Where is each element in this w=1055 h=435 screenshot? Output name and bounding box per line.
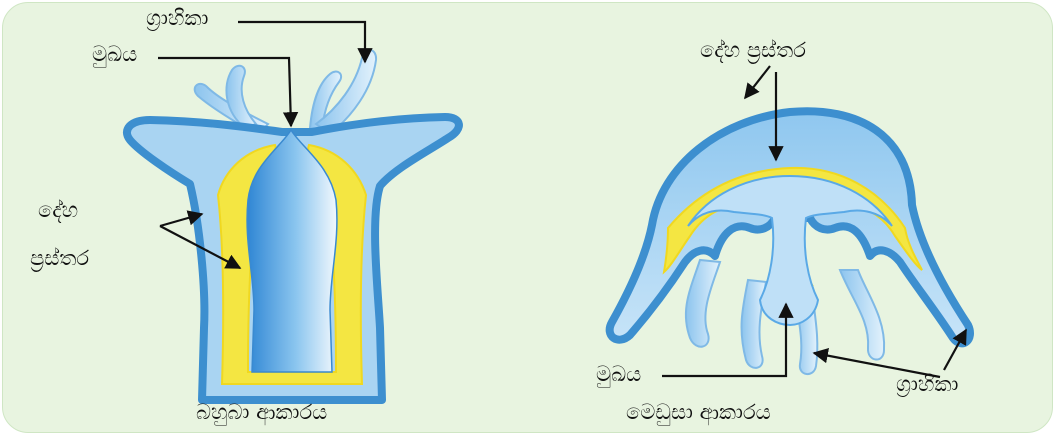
medusa-mouth-label: මුඛය [596,364,641,385]
arrow-polyp-tentacles [238,22,365,62]
medusa-body-layers-label: දේහ ප්‍රස්තර [700,40,806,61]
polyp-tentacles-label: ග්‍රාහිකා [146,8,208,29]
polyp-figure [127,22,459,400]
polyp-body-layers-label-line2: ප්‍රස්තර [30,248,89,269]
medusa-figure [610,66,970,377]
polyp-body-layers-label-line1: දේහ [38,200,78,221]
medusa-caption: මෙඩුසා ආකාරය [626,402,771,423]
polyp-mouth-label: මුඛය [92,44,137,65]
arrow-medusa-body-layer-outer [745,66,770,98]
polyp-caption: බහුබා ආකාරය [196,402,327,423]
medusa-tentacles-label: ග්‍රාහිකා [896,374,958,395]
